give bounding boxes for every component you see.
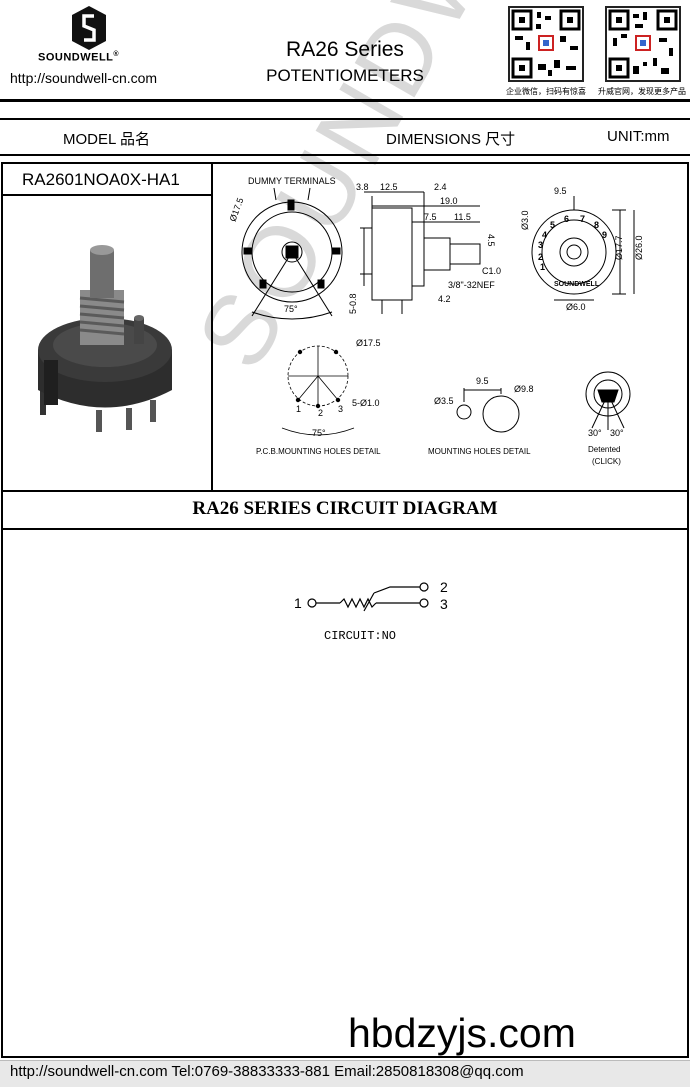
footer-contact: http://soundwell-cn.com Tel:0769-3883333… xyxy=(10,1063,524,1080)
pcb-pin-1: 1 xyxy=(296,404,301,414)
side-dim-19-0: 19.0 xyxy=(440,196,458,206)
model-number: RA2601NOA0X-HA1 xyxy=(22,170,180,189)
detent-caption-2: (CLICK) xyxy=(592,457,621,466)
circuit-diagram-title: RA26 SERIES CIRCUIT DIAGRAM xyxy=(192,498,498,519)
rear-dim-dia-3: Ø3.0 xyxy=(520,210,530,230)
pcb-holes xyxy=(295,349,341,409)
circuit-title-divider xyxy=(3,528,687,530)
rear-num-6: 6 xyxy=(564,214,569,224)
dimension-drawing: DUMMY TERMINALS Ø17.5 75° 3.8 12.5 2.4 1… xyxy=(214,166,686,488)
header-url[interactable]: http://soundwell-cn.com xyxy=(10,70,158,86)
rear-dim-dia-26: Ø26.0 xyxy=(634,235,644,260)
circuit-pin-3: 3 xyxy=(440,596,448,612)
circuit-label: CIRCUIT:NO xyxy=(324,629,396,643)
unit-label: UNIT:mm xyxy=(607,128,670,145)
front-view xyxy=(241,187,343,320)
model-number-divider xyxy=(3,194,211,196)
rear-view xyxy=(531,196,635,301)
pcb-pin-2: 2 xyxy=(318,408,323,418)
side-view xyxy=(360,191,481,314)
detent-view xyxy=(585,371,631,430)
rear-num-2: 2 xyxy=(538,252,543,262)
rear-num-8: 8 xyxy=(594,220,599,230)
rear-dim-dia-6: Ø6.0 xyxy=(566,302,586,312)
qr-code-wechat xyxy=(508,6,584,82)
mount-dim-dia-9-8: Ø9.8 xyxy=(514,384,534,394)
rear-dim-dia-17-7: Ø17.7 xyxy=(614,235,624,260)
side-dim-3-8: 3.8 xyxy=(356,182,369,192)
pcb-dia-label: Ø17.5 xyxy=(356,338,381,348)
detent-angle-left: 30° xyxy=(588,428,602,438)
qr-code-website xyxy=(605,6,681,82)
model-label: MODEL 品名 xyxy=(63,131,150,148)
side-dim-thread: 3/8"-32NEF xyxy=(448,280,495,290)
pcb-pin-3: 3 xyxy=(338,404,343,414)
dummy-terminals-label: DUMMY TERMINALS xyxy=(248,176,336,186)
side-dim-c1-0: C1.0 xyxy=(482,266,501,276)
side-dim-7-5: 7.5 xyxy=(424,212,437,222)
mounting-detail xyxy=(456,388,520,433)
series-title: RA26 Series xyxy=(286,38,404,61)
table-header-row xyxy=(0,118,690,156)
rear-dim-9-5: 9.5 xyxy=(554,186,567,196)
model-column-divider xyxy=(211,164,213,490)
dimensions-label: DIMENSIONS 尺寸 xyxy=(386,131,516,148)
site-watermark: hbdzyjs.com xyxy=(348,1010,576,1056)
rear-num-4: 4 xyxy=(542,230,547,240)
rear-num-3: 3 xyxy=(538,240,543,250)
front-angle-label: 75° xyxy=(284,304,298,314)
brand-logo xyxy=(72,6,106,50)
drawing-divider-bottom xyxy=(3,490,687,492)
detent-angle-right: 30° xyxy=(610,428,624,438)
side-dim-5-0-8: 5-0.8 xyxy=(348,293,358,314)
pcb-detail xyxy=(281,345,355,436)
product-title: POTENTIOMETERS xyxy=(266,66,424,85)
side-dim-12-5: 12.5 xyxy=(380,182,398,192)
mount-dim-dia-3-5: Ø3.5 xyxy=(434,396,454,406)
pcb-caption: P.C.B.MOUNTING HOLES DETAIL xyxy=(256,447,381,456)
mount-caption: MOUNTING HOLES DETAIL xyxy=(428,447,531,456)
product-image xyxy=(30,240,190,440)
rear-num-5: 5 xyxy=(550,220,555,230)
pcb-holes-label: 5-Ø1.0 xyxy=(352,398,380,408)
spec-frame xyxy=(1,162,689,1058)
rear-num-9: 9 xyxy=(602,230,607,240)
side-dim-2-4: 2.4 xyxy=(434,182,447,192)
rear-brand: SOUNDWELL xyxy=(554,281,600,288)
rear-num-1: 1 xyxy=(540,262,545,272)
side-dim-4-2: 4.2 xyxy=(438,294,451,304)
front-dia-label: Ø17.5 xyxy=(228,196,246,222)
footer-bar xyxy=(0,1060,690,1087)
circuit-diagram: 1 2 3 CIRCUIT:NO xyxy=(290,575,470,645)
side-dim-11-5: 11.5 xyxy=(454,212,471,222)
qr-caption-website: 升威官网，发现更多产品 xyxy=(598,87,686,96)
circuit-pin-2: 2 xyxy=(440,579,448,595)
side-dim-4-5: 4.5 xyxy=(486,234,496,247)
header-divider xyxy=(0,99,690,102)
circuit-pin-1: 1 xyxy=(294,595,302,611)
rear-num-7: 7 xyxy=(580,214,585,224)
brand-name: SOUNDWELL® xyxy=(38,51,120,64)
qr-caption-wechat: 企业微信，扫码有惊喜 xyxy=(506,87,586,96)
detent-caption-1: Detented xyxy=(588,445,620,454)
pcb-angle-label: 75° xyxy=(312,428,326,438)
mount-dim-9-5: 9.5 xyxy=(476,376,489,386)
